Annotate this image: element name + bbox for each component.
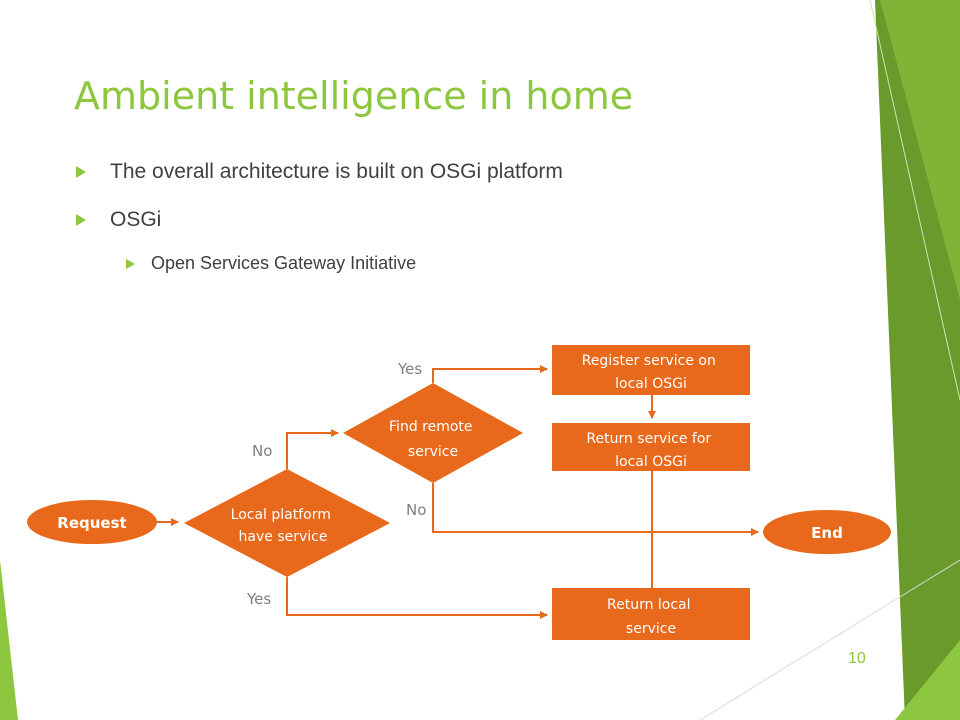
- right-light-green-band: [880, 0, 960, 300]
- sub-bullet-text: Open Services Gateway Initiative: [151, 253, 417, 273]
- node-local-platform-label: Local platform have service: [231, 507, 336, 545]
- node-return-local-label-line: Return local: [607, 597, 691, 613]
- node-end-label: End: [811, 524, 843, 542]
- bottom-right-green-corner: [895, 640, 960, 720]
- edge-local-no-to-remote: [286, 429, 339, 469]
- bullet-arrow-icon: [76, 214, 86, 226]
- edge-label-local-no: No: [252, 442, 272, 460]
- node-find-remote-label: Find remote service: [389, 419, 477, 460]
- node-end: [763, 510, 891, 554]
- edge-remote-yes-to-register: [432, 365, 548, 383]
- decor-line: [869, 0, 960, 401]
- node-register-label: Register service on local OSGi: [582, 353, 721, 392]
- node-register-label-line: Register service on: [582, 353, 716, 369]
- bullet-arrow-icon: [76, 166, 86, 178]
- edge-remote-no-to-end: [432, 483, 759, 536]
- node-find-remote-label-line: service: [408, 444, 458, 460]
- node-return-local-label-line: service: [626, 621, 676, 637]
- node-return-for-local-label-line: Return service for: [586, 431, 711, 447]
- bullet-item: The overall architecture is built on OSG…: [76, 160, 563, 184]
- node-request: [27, 500, 157, 544]
- edge-local-yes-to-return-local: [286, 577, 548, 619]
- node-local-platform-label-line: Local platform: [231, 507, 331, 523]
- node-return-service-for-local: [552, 423, 750, 471]
- node-local-platform-label-line: have service: [239, 529, 328, 545]
- bullet-item: OSGi: [76, 208, 161, 232]
- node-find-remote-label-line: Find remote: [389, 419, 473, 435]
- node-return-local-service: [552, 588, 750, 640]
- edge-label-remote-yes: Yes: [397, 360, 422, 378]
- node-request-label: Request: [57, 514, 126, 532]
- edge-label-local-yes: Yes: [246, 590, 271, 608]
- node-register-service: [552, 345, 750, 395]
- node-register-label-line: local OSGi: [615, 376, 687, 392]
- slide-title: Ambient intelligence in home: [74, 74, 634, 118]
- decor-line: [699, 559, 960, 720]
- bullet-text: The overall architecture is built on OSG…: [110, 160, 563, 183]
- page-number: 10: [848, 650, 866, 667]
- node-return-for-local-label-line: local OSGi: [615, 454, 687, 470]
- bottom-left-green-corner: [0, 560, 18, 720]
- node-local-platform-decision: [184, 469, 390, 577]
- sub-bullet-item: Open Services Gateway Initiative: [126, 253, 416, 274]
- bullet-text: OSGi: [110, 208, 162, 231]
- node-return-for-local-label: Return service for local OSGi: [586, 431, 715, 470]
- bullet-arrow-icon: [126, 258, 135, 269]
- node-find-remote-decision: [343, 383, 523, 483]
- node-return-local-label: Return local service: [607, 597, 695, 637]
- edge-label-remote-no: No: [406, 501, 426, 519]
